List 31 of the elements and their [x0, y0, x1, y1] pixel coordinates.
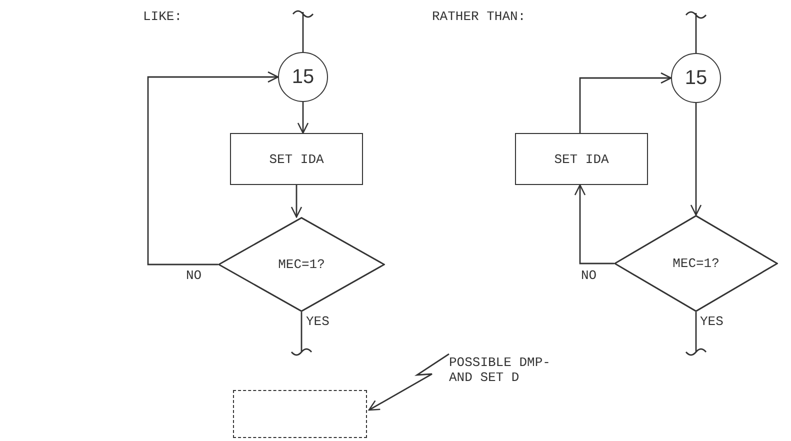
arrow: [292, 10, 314, 53]
node-label: 15: [684, 66, 708, 90]
branch-label: NO: [186, 268, 202, 283]
arrow: [685, 311, 707, 356]
branch-label: YES: [700, 314, 724, 329]
arrow: [297, 102, 309, 134]
node-label: 15: [292, 66, 314, 88]
branch-label: NO: [581, 268, 597, 283]
branch-label: YES: [306, 314, 330, 329]
caption-text: RATHER THAN:: [432, 9, 526, 24]
caption-text: LIKE:: [143, 9, 182, 24]
arrow: [574, 184, 614, 264]
arrow: [290, 185, 302, 218]
leader-line: [368, 353, 450, 411]
note-text: POSSIBLE DMP- AND SET D: [449, 355, 552, 385]
arrow: [290, 311, 312, 356]
arrow: [690, 103, 702, 216]
decision-diamond: [218, 217, 385, 312]
process-box: [515, 133, 648, 185]
arrow: [685, 11, 707, 54]
decision-diamond: [614, 215, 778, 312]
process-box: [230, 133, 363, 185]
connector-circle: [278, 52, 328, 102]
connector-circle: [671, 53, 721, 103]
arrow: [579, 72, 672, 133]
dashed-box: [233, 390, 367, 438]
node-label: SET IDA: [269, 152, 324, 166]
node-label: SET IDA: [554, 152, 609, 166]
arrow: [147, 71, 279, 266]
node-label: MEC=1?: [672, 256, 720, 271]
node-label: MEC=1?: [278, 257, 325, 272]
